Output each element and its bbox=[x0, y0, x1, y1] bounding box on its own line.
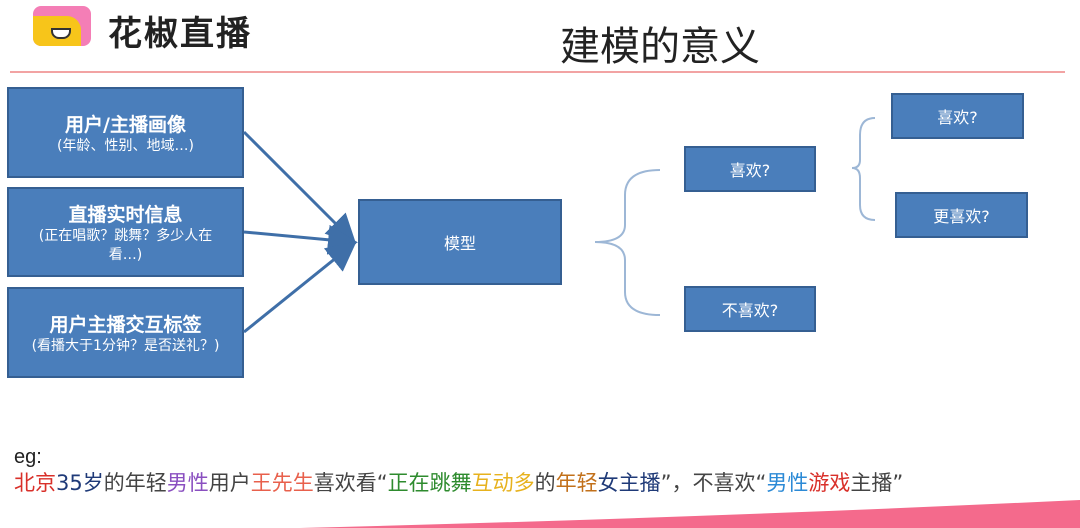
example-segment: 男性 bbox=[766, 471, 809, 495]
example-segment: 35岁 bbox=[56, 471, 104, 495]
arrow-2 bbox=[243, 224, 358, 255]
example-segment: 主播” bbox=[850, 471, 904, 495]
arrow-1 bbox=[242, 130, 357, 245]
title-divider bbox=[10, 71, 1065, 73]
output-label: 喜欢? bbox=[729, 161, 771, 180]
decorative-swoosh bbox=[300, 500, 1080, 528]
example-segment: 正在跳舞 bbox=[387, 471, 472, 495]
example-segment: 喜欢看“ bbox=[313, 471, 388, 495]
example-segment: 互动多 bbox=[471, 471, 535, 495]
output-like-level2: 喜欢? bbox=[891, 93, 1024, 139]
input-subtitle: (年龄、性别、地域…) bbox=[57, 137, 194, 154]
example-segment: 游戏 bbox=[808, 471, 851, 495]
example-segment: 女主播 bbox=[597, 471, 661, 495]
example-segment: 用户 bbox=[208, 471, 251, 495]
example-sentence: 北京35岁的年轻男性用户王先生喜欢看“正在跳舞互动多的年轻女主播”，不喜欢“男性… bbox=[14, 470, 1080, 497]
input-subtitle: (看播大于1分钟？是否送礼？) bbox=[31, 337, 220, 354]
logo bbox=[33, 6, 91, 46]
input-box-user-profile: 用户/主播画像 (年龄、性别、地域…) bbox=[7, 87, 244, 178]
brace-1 bbox=[594, 169, 661, 316]
input-box-interaction-tags: 用户主播交互标签 (看播大于1分钟？是否送礼？) bbox=[7, 287, 244, 378]
output-dislike: 不喜欢? bbox=[684, 286, 816, 332]
page-title: 建模的意义 bbox=[560, 24, 760, 70]
example-segment: 男性 bbox=[166, 471, 209, 495]
input-title: 用户主播交互标签 bbox=[49, 313, 202, 336]
example-segment: 北京 bbox=[14, 471, 56, 495]
example-label: eg: bbox=[14, 446, 42, 468]
input-subtitle: (正在唱歌？跳舞？多少人在看…) bbox=[38, 227, 213, 263]
output-label: 更喜欢? bbox=[933, 207, 990, 226]
example-segment: 年轻 bbox=[555, 471, 598, 495]
example-segment: 的年轻 bbox=[103, 471, 167, 495]
output-more-like: 更喜欢? bbox=[895, 192, 1028, 238]
input-box-live-info: 直播实时信息 (正在唱歌？跳舞？多少人在看…) bbox=[7, 187, 244, 277]
input-title: 直播实时信息 bbox=[68, 203, 183, 226]
logo-text: 花椒直播 bbox=[108, 14, 252, 54]
brace-2 bbox=[851, 117, 876, 221]
arrow-3 bbox=[243, 241, 357, 334]
example-segment: 的 bbox=[534, 471, 556, 495]
output-label: 不喜欢? bbox=[721, 301, 779, 320]
output-like: 喜欢? bbox=[684, 146, 816, 192]
example-segment: 王先生 bbox=[250, 471, 314, 495]
example-segment: ”，不喜欢“ bbox=[660, 471, 767, 495]
model-box: 模型 bbox=[358, 199, 562, 285]
input-title: 用户/主播画像 bbox=[65, 113, 186, 136]
model-label: 模型 bbox=[443, 234, 476, 253]
output-label: 喜欢? bbox=[937, 108, 978, 127]
